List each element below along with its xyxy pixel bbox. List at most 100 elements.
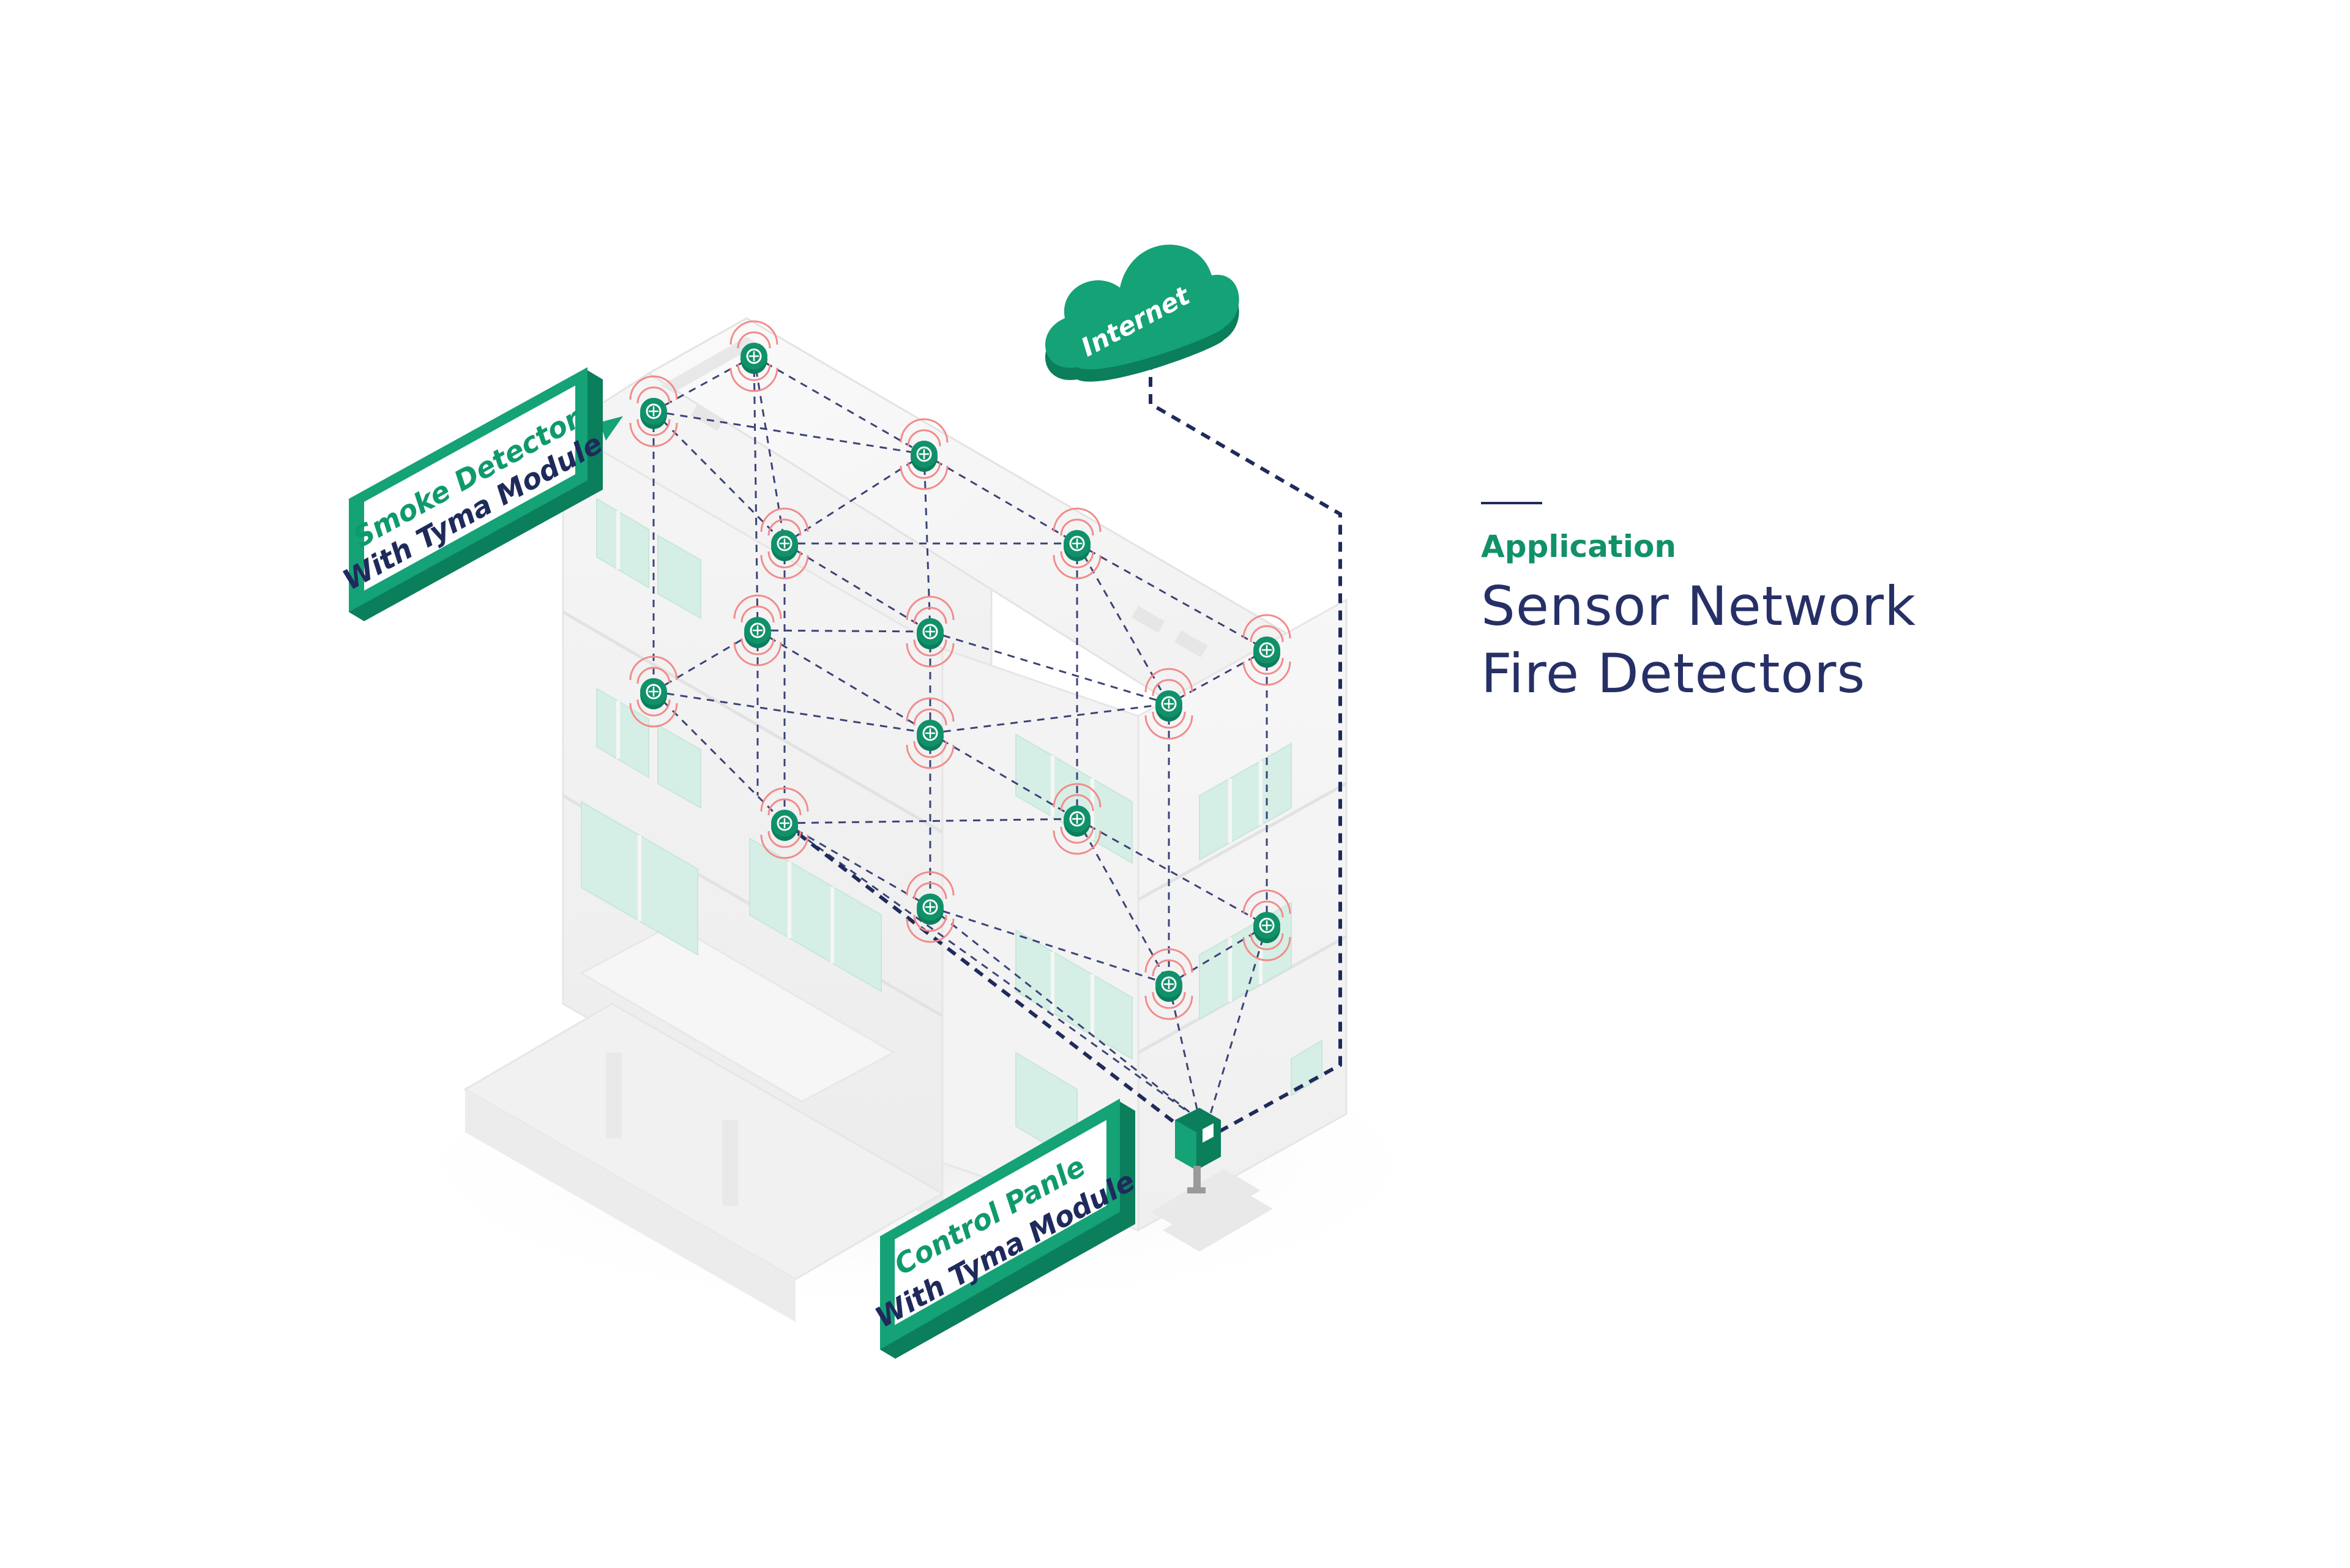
smoke-detector-icon	[906, 595, 955, 668]
signal-arc	[733, 641, 782, 666]
signal-arc	[1144, 948, 1193, 973]
detector-ring	[922, 899, 938, 915]
detector-cross	[749, 351, 759, 361]
detector-ring	[922, 725, 938, 741]
signal-arc	[907, 429, 941, 447]
signal-arc	[1250, 625, 1284, 643]
signal-arc	[913, 882, 947, 900]
signal-arc	[636, 386, 671, 404]
signal-arc	[900, 465, 949, 490]
signal-arc	[767, 831, 802, 848]
signal-arc	[1144, 995, 1193, 1020]
signal-arc	[1144, 668, 1193, 693]
detector-cross	[1262, 645, 1272, 655]
detector-ring	[1161, 696, 1177, 712]
signal-arc	[636, 699, 671, 717]
smoke-detector-icon	[1144, 668, 1193, 740]
detector-ring	[1259, 917, 1275, 933]
detector-ring	[746, 348, 762, 364]
signal-arc	[1250, 933, 1284, 950]
smoke-detectors	[629, 320, 1291, 1020]
signal-arc	[636, 666, 671, 684]
signal-arc	[1053, 507, 1102, 532]
smoke-detector-icon	[1053, 507, 1102, 580]
signal-arc	[1060, 826, 1094, 844]
signal-arc	[1152, 991, 1186, 1009]
detector-cross	[1072, 539, 1082, 548]
detector-cross	[925, 627, 935, 637]
heading-title-line1: Sensor Network	[1481, 575, 1917, 638]
signal-arc	[629, 375, 678, 400]
detector-ring	[777, 815, 793, 831]
signal-arc	[1060, 794, 1094, 812]
signal-arc	[913, 914, 947, 932]
signal-arc	[760, 554, 809, 580]
signal-arc	[1242, 614, 1291, 639]
detector-cross	[780, 539, 789, 548]
signal-arc	[767, 798, 802, 816]
signal-arc	[1242, 889, 1291, 914]
signal-arc	[1250, 657, 1284, 675]
signal-arc	[906, 744, 955, 769]
signal-arc	[1152, 959, 1186, 977]
signal-arc	[740, 638, 775, 655]
detector-ring	[922, 624, 938, 640]
smoke-detector-icon	[906, 697, 955, 769]
detector-ring	[750, 622, 766, 638]
detector-cross	[1164, 699, 1174, 709]
heading-eyebrow: Application	[1481, 529, 1676, 564]
signal-arc	[1060, 551, 1094, 569]
smoke-detector-icon	[629, 375, 678, 447]
signal-arc	[906, 595, 955, 621]
signal-arc	[913, 639, 947, 657]
detector-cross	[649, 687, 658, 696]
smoke-detector-icon	[900, 418, 949, 490]
page-heading: Application Sensor Network Fire Detector…	[1481, 502, 2215, 707]
detector-ring	[1259, 642, 1275, 658]
smoke-detector-icon	[760, 507, 809, 580]
smoke-detector-icon	[733, 594, 782, 666]
signal-arc	[1060, 518, 1094, 536]
detector-cross	[780, 818, 789, 828]
detector-cross	[1072, 814, 1082, 824]
smoke-detector-icon	[1242, 614, 1291, 686]
signal-arc	[913, 708, 947, 726]
heading-title-line2: Fire Detectors	[1481, 642, 1866, 705]
signal-arc	[1053, 830, 1102, 855]
detector-ring	[916, 446, 932, 462]
internet-cloud: Internet	[1045, 244, 1239, 382]
signal-arc	[767, 551, 802, 569]
smoke-detector-icon	[729, 320, 778, 392]
signal-arc	[1144, 715, 1193, 740]
building	[463, 317, 1348, 1322]
detector-cross	[1262, 920, 1272, 930]
signal-arc	[906, 871, 955, 896]
signal-arc	[629, 655, 678, 681]
signal-arc	[913, 607, 947, 624]
signal-arc	[906, 697, 955, 722]
detector-cross	[649, 406, 658, 416]
signal-arc	[1152, 679, 1186, 696]
signal-arc	[1250, 900, 1284, 918]
signal-arc	[636, 419, 671, 436]
detector-cross	[753, 625, 763, 635]
detector-cross	[1164, 979, 1174, 989]
signal-arc	[913, 741, 947, 758]
signal-arc	[729, 320, 778, 345]
signal-arc	[906, 918, 955, 943]
signal-arc	[1053, 554, 1102, 580]
signal-arc	[629, 703, 678, 728]
signal-arc	[737, 331, 771, 349]
detector-ring	[1161, 976, 1177, 992]
signal-arc	[629, 422, 678, 447]
smoke-detector-icon	[1144, 948, 1193, 1020]
detector-ring	[646, 684, 662, 700]
smoke-detector-icon	[1053, 783, 1102, 855]
detector-ring	[646, 403, 662, 419]
detector-ring	[1069, 536, 1085, 551]
signal-arc	[767, 518, 802, 536]
signal-arc	[906, 643, 955, 668]
smoke-detector-icon	[629, 655, 678, 728]
signal-arc	[1242, 936, 1291, 961]
